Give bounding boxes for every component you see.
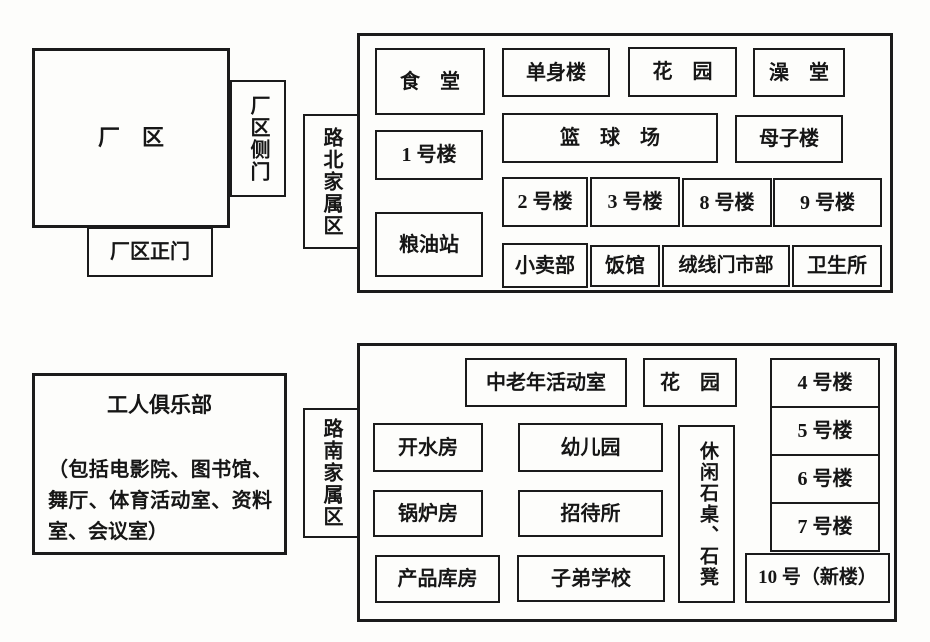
product-warehouse-box: 产品库房 (375, 555, 500, 603)
children-school-label: 子弟学校 (551, 567, 631, 590)
bathhouse-label: 澡 堂 (769, 61, 829, 84)
boiling-water-room-label: 开水房 (398, 436, 458, 459)
building-9-box: 9 号楼 (773, 178, 882, 227)
building-3-label: 3 号楼 (607, 191, 663, 213)
wool-shop-box: 绒线门市部 (662, 245, 790, 287)
workers-club-title: 工人俱乐部 (107, 393, 212, 417)
building-1-label: 1 号楼 (401, 144, 457, 166)
building-5-cell: 5 号楼 (772, 408, 878, 456)
north-garden-label: 花 园 (652, 61, 713, 83)
building-9-label: 9 号楼 (800, 191, 855, 214)
boiling-water-room-box: 开水房 (373, 423, 483, 472)
building-7-cell: 7 号楼 (772, 504, 878, 550)
building-6-label: 6 号楼 (797, 468, 853, 490)
building-10-box: 10 号（新楼） (745, 553, 890, 603)
north-district-box: 食 堂 单身楼 花 园 澡 堂 1 号楼 篮 球 场 母子楼 粮油站 2 号楼 … (357, 33, 893, 293)
building-2-label: 2 号楼 (517, 191, 573, 213)
singles-building-box: 单身楼 (502, 48, 610, 97)
small-shop-box: 小卖部 (502, 243, 588, 288)
clinic-box: 卫生所 (792, 245, 882, 287)
product-warehouse-label: 产品库房 (397, 568, 478, 590)
building-6-cell: 6 号楼 (772, 456, 878, 504)
canteen-label: 食 堂 (400, 70, 460, 93)
south-garden-label: 花 园 (660, 371, 720, 394)
building-2-box: 2 号楼 (502, 177, 588, 227)
canteen-box: 食 堂 (375, 48, 485, 115)
boiler-room-label: 锅炉房 (398, 502, 458, 525)
guest-house-label: 招待所 (560, 502, 621, 525)
grain-oil-station-label: 粮油站 (399, 233, 459, 256)
restaurant-box: 饭馆 (590, 245, 660, 287)
grain-oil-station-box: 粮油站 (375, 212, 483, 277)
children-school-box: 子弟学校 (517, 555, 665, 602)
south-district-box: 中老年活动室 花 园 4 号楼 5 号楼 6 号楼 7 号楼 开水房 幼儿园 (357, 343, 897, 622)
factory-side-gate-label: 厂区侧门 (247, 94, 269, 183)
south-district-label-box: 路南家属区 (303, 408, 359, 538)
bathhouse-box: 澡 堂 (753, 48, 845, 97)
mother-child-building-label: 母子楼 (759, 128, 819, 150)
south-garden-box: 花 园 (643, 358, 737, 407)
senior-activity-room-box: 中老年活动室 (465, 358, 627, 407)
north-district-label-box: 路北家属区 (303, 114, 359, 249)
building-7-label: 7 号楼 (797, 516, 853, 538)
building-8-label: 8 号楼 (699, 191, 755, 214)
mother-child-building-box: 母子楼 (735, 115, 843, 163)
senior-activity-room-label: 中老年活动室 (486, 371, 606, 394)
building-4-cell: 4 号楼 (772, 360, 878, 408)
workers-club-box: 工人俱乐部 （包括电影院、图书馆、舞厅、体育活动室、资料室、会议室） (32, 373, 287, 555)
building-8-box: 8 号楼 (682, 178, 772, 227)
boiler-room-box: 锅炉房 (373, 490, 483, 537)
factory-side-gate-box: 厂区侧门 (230, 80, 286, 197)
numbered-buildings-column: 4 号楼 5 号楼 6 号楼 7 号楼 (770, 358, 880, 552)
factory-main-gate-box: 厂区正门 (87, 227, 213, 277)
stone-tables-label: 休闲石桌、石凳 (696, 440, 718, 588)
building-4-label: 4 号楼 (797, 372, 853, 394)
workers-club-description: （包括电影院、图书馆、舞厅、体育活动室、资料室、会议室） (48, 459, 272, 544)
clinic-label: 卫生所 (807, 255, 867, 277)
guest-house-box: 招待所 (518, 490, 663, 537)
south-district-label: 路南家属区 (320, 418, 342, 528)
basketball-court-label: 篮 球 场 (560, 127, 660, 149)
factory-main-gate-label: 厂区正门 (110, 241, 190, 263)
stone-tables-box: 休闲石桌、石凳 (678, 425, 735, 603)
kindergarten-box: 幼儿园 (518, 423, 663, 472)
small-shop-label: 小卖部 (515, 254, 575, 277)
singles-building-label: 单身楼 (526, 61, 586, 84)
basketball-court-box: 篮 球 场 (502, 113, 718, 163)
wool-shop-label: 绒线门市部 (678, 254, 774, 276)
building-5-label: 5 号楼 (797, 420, 853, 442)
building-1-box: 1 号楼 (375, 130, 483, 180)
factory-area-label: 厂 区 (97, 124, 164, 150)
north-district-label: 路北家属区 (320, 126, 342, 237)
north-garden-box: 花 园 (628, 47, 737, 97)
factory-area-box: 厂 区 (32, 48, 230, 228)
restaurant-label: 饭馆 (605, 255, 645, 277)
building-3-box: 3 号楼 (590, 177, 680, 227)
kindergarten-label: 幼儿园 (560, 436, 621, 459)
building-10-label: 10 号（新楼） (758, 566, 877, 588)
